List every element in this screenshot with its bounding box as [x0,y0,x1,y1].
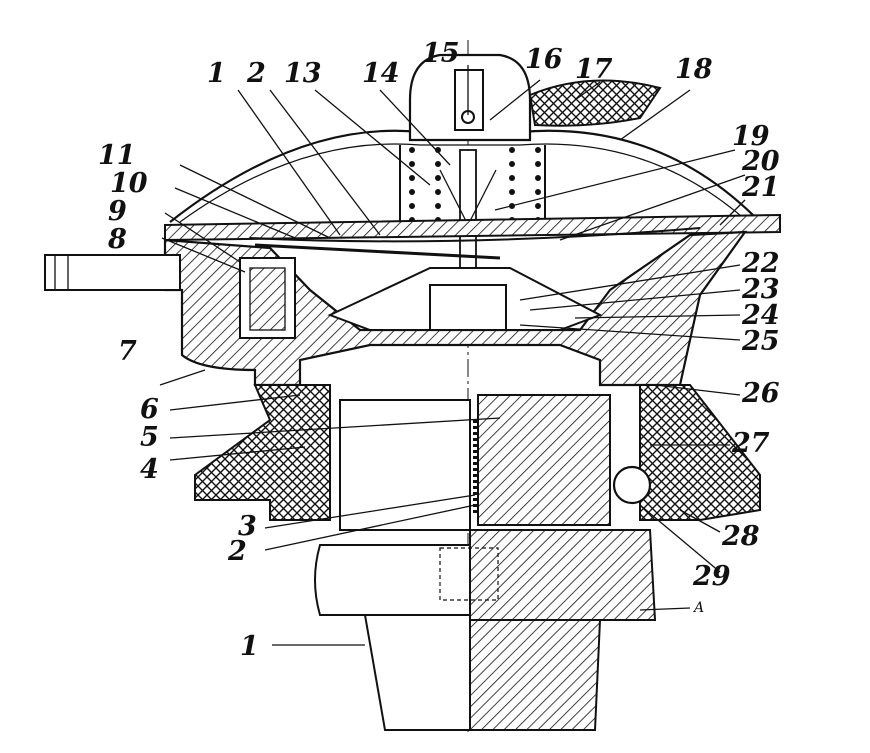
label-15: 15 [422,38,460,69]
label-5: 5 [140,422,159,453]
label-1: 1 [240,631,259,662]
label-A: A [692,600,704,616]
label-13: 13 [284,58,322,89]
label-18: 18 [675,54,713,85]
label-19: 19 [732,121,770,152]
cylinder-connector [363,614,471,731]
label-29: 29 [692,561,731,592]
part-labels: 1 2 3 4 5 6 7 8 9 10 11 1 2 13 14 15 16 … [98,38,780,662]
label-11: 11 [98,140,136,171]
label-23: 23 [741,274,780,305]
lower-ring-left [194,384,331,521]
inlet-nozzle [44,254,181,291]
label-17: 17 [575,54,613,85]
label-4: 4 [140,454,159,485]
label-14: 14 [362,58,400,89]
label-22: 22 [741,248,780,279]
label-7: 7 [118,336,137,367]
label-20: 20 [741,146,780,177]
label-21: 21 [741,172,780,203]
locking-ball [612,465,652,505]
label-3: 3 [238,511,257,542]
label-16: 16 [525,44,563,75]
hex-nut-left [314,544,471,616]
hex-nut-right [469,529,657,621]
coupling-core [339,399,471,531]
label-6: 6 [140,394,159,425]
label-25: 25 [741,326,780,357]
label-24: 24 [741,300,780,331]
label-9: 9 [108,196,127,227]
label-28: 28 [721,521,760,552]
lever-handle [528,79,662,127]
label-27: 27 [731,428,770,459]
label-10: 10 [110,168,148,199]
label-2-top: 2 [246,58,266,89]
label-26: 26 [741,378,780,409]
lower-ring-right [639,384,761,521]
label-2: 2 [227,536,247,567]
label-8: 8 [107,224,127,255]
leader-lines [159,65,746,646]
lever-arm [254,243,501,260]
label-1-top: 1 [207,58,226,89]
diaphragm [249,227,701,243]
